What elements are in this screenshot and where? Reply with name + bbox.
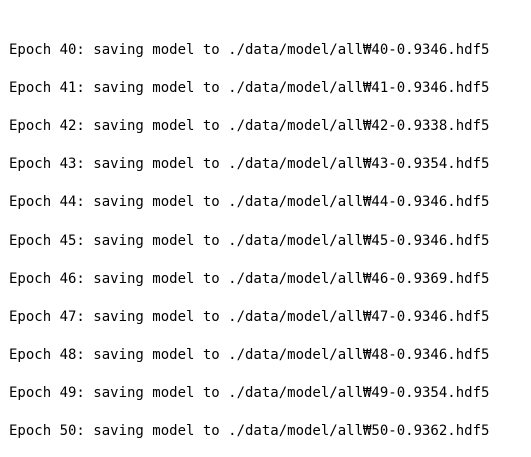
- log-line-epoch-48: Epoch 48: saving model to ./data/model/a…: [9, 347, 490, 363]
- log-line-epoch-41: Epoch 41: saving model to ./data/model/a…: [9, 80, 490, 96]
- log-line-epoch-50: Epoch 50: saving model to ./data/model/a…: [9, 423, 490, 439]
- log-line-epoch-44: Epoch 44: saving model to ./data/model/a…: [9, 194, 490, 210]
- log-line-epoch-43: Epoch 43: saving model to ./data/model/a…: [9, 156, 490, 172]
- log-line-epoch-49: Epoch 49: saving model to ./data/model/a…: [9, 385, 490, 401]
- log-line-epoch-42: Epoch 42: saving model to ./data/model/a…: [9, 118, 490, 134]
- log-line-epoch-40: Epoch 40: saving model to ./data/model/a…: [9, 42, 490, 58]
- log-line-epoch-47: Epoch 47: saving model to ./data/model/a…: [9, 309, 490, 325]
- log-line-epoch-46: Epoch 46: saving model to ./data/model/a…: [9, 271, 490, 287]
- log-line-epoch-45: Epoch 45: saving model to ./data/model/a…: [9, 233, 490, 249]
